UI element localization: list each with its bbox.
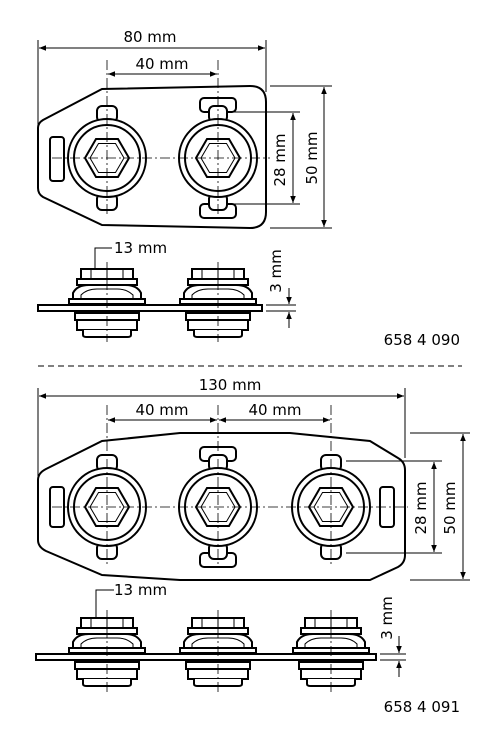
clamp-3-part-number: 658 4 091	[384, 698, 460, 716]
clamp-2-overall-width: 80 mm	[123, 28, 176, 46]
clamp-2-inner-height: 28 mm	[271, 133, 289, 186]
clamp-3-bolt-spacing-right: 40 mm	[248, 401, 301, 419]
clamp-3-bolt-spacing-left: 40 mm	[135, 401, 188, 419]
clamp-three-bolt: 130 mm 40 mm 40 mm 28 mm 50 mm 13 mm 3 m…	[35, 376, 470, 716]
clamp-3-inner-height: 28 mm	[412, 481, 430, 534]
clamp-2-side-plate	[37, 304, 263, 312]
clamp-3-hex-size: 13 mm	[114, 581, 167, 599]
clamp-2-hex-size: 13 mm	[114, 239, 167, 257]
clamp-2-plate-thickness: 3 mm	[267, 249, 285, 293]
clamp-2-slot	[49, 136, 65, 182]
clamp-two-bolt: 80 mm 40 mm 28 mm 50 mm 13 mm 3 mm 658 4…	[37, 28, 460, 349]
clamp-3-side-plate	[35, 653, 377, 661]
clamp-2-outer-height: 50 mm	[303, 131, 321, 184]
clamp-2-part-number: 658 4 090	[384, 331, 460, 349]
clamp-2-bolt-spacing: 40 mm	[135, 55, 188, 73]
clamp-3-outer-height: 50 mm	[441, 481, 459, 534]
clamp-3-plate-thickness: 3 mm	[378, 596, 396, 640]
clamp-3-overall-width: 130 mm	[199, 376, 262, 394]
